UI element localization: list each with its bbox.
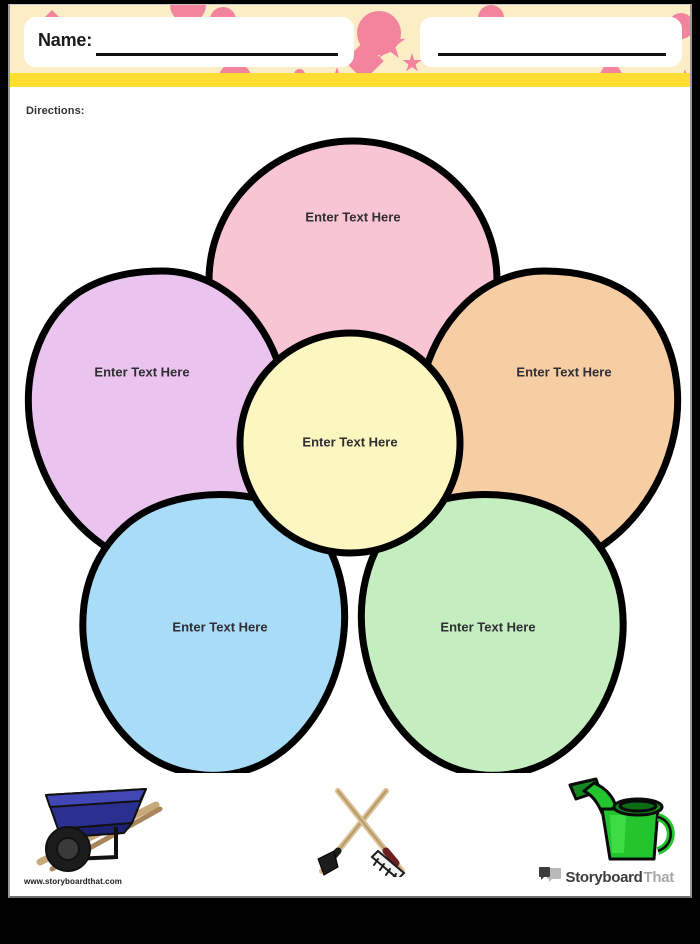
header-banner: Name: — [10, 5, 690, 87]
site-url: www.storyboardthat.com — [24, 877, 122, 886]
directions-label: Directions: — [26, 105, 85, 117]
center-circle-shape[interactable] — [236, 329, 464, 557]
brand-logo: Storyboard That — [538, 867, 675, 888]
flower-graphic-organizer: Enter Text Here Enter Text Here Enter Te… — [10, 123, 690, 773]
speech-bubble-icon — [538, 867, 561, 888]
brand-secondary: That — [643, 869, 675, 886]
worksheet-sheet: Name: Directions: — [8, 4, 692, 898]
garden-tools-icon — [304, 785, 420, 881]
center-circle-label: Enter Text Here — [302, 434, 397, 449]
petal-bottom-left-shape[interactable] — [79, 491, 349, 773]
name-input-rule[interactable] — [96, 53, 338, 56]
brand-primary: Storyboard — [565, 869, 643, 886]
petal-bottom-left-label: Enter Text Here — [172, 619, 267, 634]
watering-can-icon — [566, 773, 686, 877]
secondary-input-rule[interactable] — [438, 53, 666, 56]
petal-left-label: Enter Text Here — [94, 364, 189, 379]
banner-stripe — [10, 73, 690, 87]
petal-bottom-right-label: Enter Text Here — [440, 619, 535, 634]
petal-top-label: Enter Text Here — [305, 209, 400, 224]
petal-bottom-right-shape[interactable] — [357, 491, 627, 773]
banner-decoration-star — [402, 53, 422, 72]
petal-right-label: Enter Text Here — [516, 364, 611, 379]
name-label: Name: — [38, 30, 93, 50]
wheelbarrow-icon — [28, 767, 168, 875]
name-field-box[interactable]: Name: — [24, 17, 354, 67]
secondary-field-box[interactable] — [420, 17, 682, 67]
